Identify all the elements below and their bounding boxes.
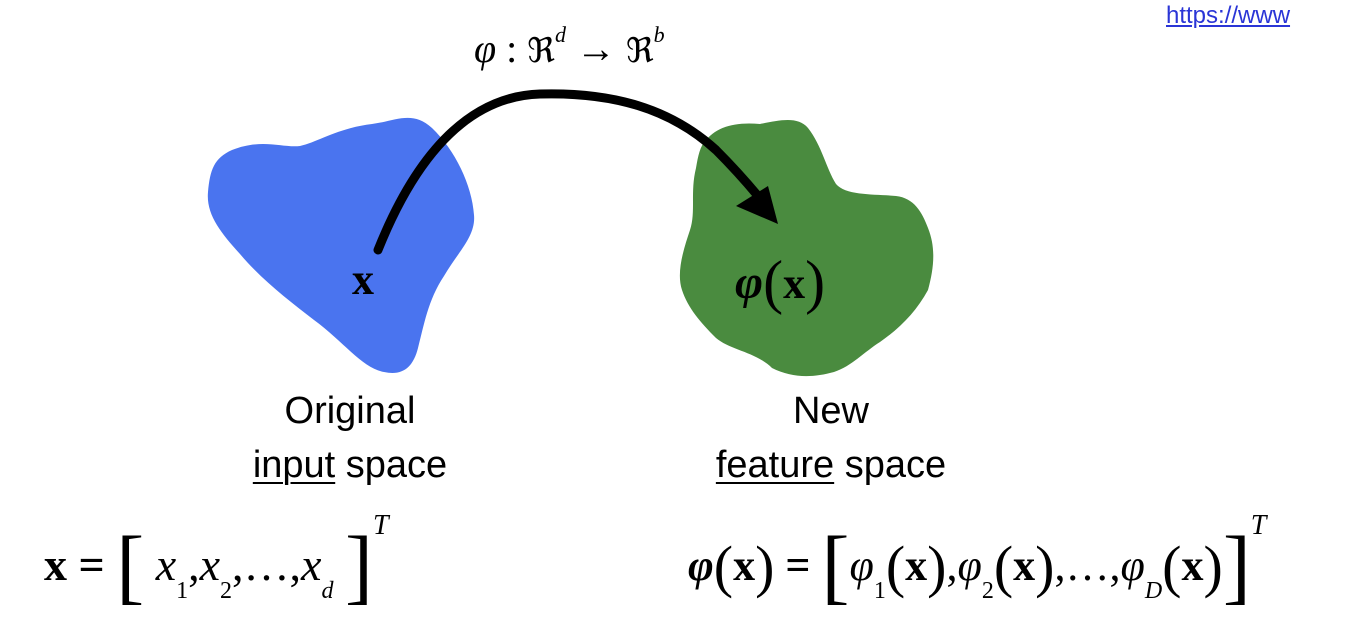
- close-paren: ): [1035, 534, 1055, 599]
- caption-line-1: New: [792, 390, 870, 432]
- open-paren: (: [885, 534, 906, 599]
- x-symbol: x: [733, 541, 756, 590]
- x-term: x: [301, 539, 322, 590]
- x-symbol: x: [1013, 541, 1036, 590]
- transpose-T: T: [372, 510, 389, 541]
- input-vector-equation: x = [ x1,x2,…,xd ]T: [44, 510, 389, 615]
- phi-symbol: φ: [735, 256, 764, 309]
- close-paren: ): [927, 534, 947, 599]
- close-paren: ): [755, 534, 775, 599]
- phi-component: φ: [1120, 541, 1145, 590]
- subscript-D: D: [1144, 578, 1163, 604]
- caption-rest: space: [335, 444, 448, 486]
- caption-rest: space: [834, 444, 947, 486]
- x-term: x: [199, 539, 221, 590]
- ellipsis: …: [1065, 541, 1110, 590]
- reference-link[interactable]: https://www: [1166, 2, 1291, 29]
- phi-component: φ: [849, 541, 874, 590]
- comma: ,: [289, 539, 302, 590]
- open-paren: (: [1162, 534, 1182, 599]
- close-paren: ): [1203, 534, 1223, 599]
- comma: ,: [1054, 541, 1066, 590]
- open-paren: (: [993, 534, 1014, 599]
- open-bracket: [: [821, 520, 850, 613]
- feature-point-label: φ(x): [735, 248, 825, 317]
- input-dimension: d: [554, 22, 566, 47]
- equals-sign: =: [774, 541, 822, 590]
- arrow-symbol: →: [565, 26, 626, 71]
- close-bracket: ]: [1222, 520, 1251, 613]
- comma: ,: [946, 541, 958, 590]
- subscript-1: 1: [873, 578, 886, 604]
- subscript-1: 1: [176, 578, 189, 604]
- phi-component: φ: [957, 541, 982, 590]
- x-symbol: x: [1181, 541, 1204, 590]
- subscript-2: 2: [220, 578, 233, 604]
- equals-sign: =: [67, 539, 117, 590]
- arrow-head: [736, 186, 778, 224]
- caption-underlined: input: [252, 444, 336, 486]
- ellipsis: …: [243, 539, 290, 590]
- comma: ,: [1109, 541, 1121, 590]
- mapping-formula: φ : ℜd → ℜb: [474, 22, 665, 72]
- reals-symbol-target: ℜ: [625, 31, 654, 71]
- lhs-x: x: [44, 539, 67, 590]
- x-symbol: x: [905, 541, 928, 590]
- open-bracket: [: [116, 520, 145, 613]
- colon: :: [496, 26, 528, 71]
- feature-space-caption: New feature space: [676, 384, 986, 492]
- input-point-label: x: [352, 255, 374, 304]
- open-paren: (: [763, 249, 784, 315]
- feature-vector-equation: φ(x) = [φ1(x),φ2(x),…,φD(x)]T: [688, 510, 1266, 615]
- caption-line-2: input space: [200, 438, 500, 492]
- mapping-arrow: [373, 89, 763, 255]
- caption-line-2: feature space: [676, 438, 986, 492]
- transpose-T: T: [1250, 510, 1267, 541]
- x-term: x: [155, 539, 177, 590]
- close-bracket: ]: [344, 520, 373, 613]
- subscript-d: d: [321, 578, 334, 604]
- subscript-2: 2: [981, 578, 994, 604]
- open-paren: (: [713, 534, 734, 599]
- comma: ,: [232, 539, 244, 590]
- caption-underlined: feature: [715, 444, 835, 486]
- x-symbol: x: [783, 259, 806, 308]
- reals-symbol: ℜ: [527, 31, 555, 71]
- caption-line-1: Original: [284, 390, 416, 432]
- phi-symbol: φ: [474, 26, 497, 71]
- phi-symbol: φ: [688, 541, 714, 590]
- feature-dimension: b: [653, 22, 665, 47]
- comma: ,: [188, 539, 200, 590]
- close-paren: ): [805, 249, 826, 315]
- input-space-caption: Original input space: [200, 384, 500, 492]
